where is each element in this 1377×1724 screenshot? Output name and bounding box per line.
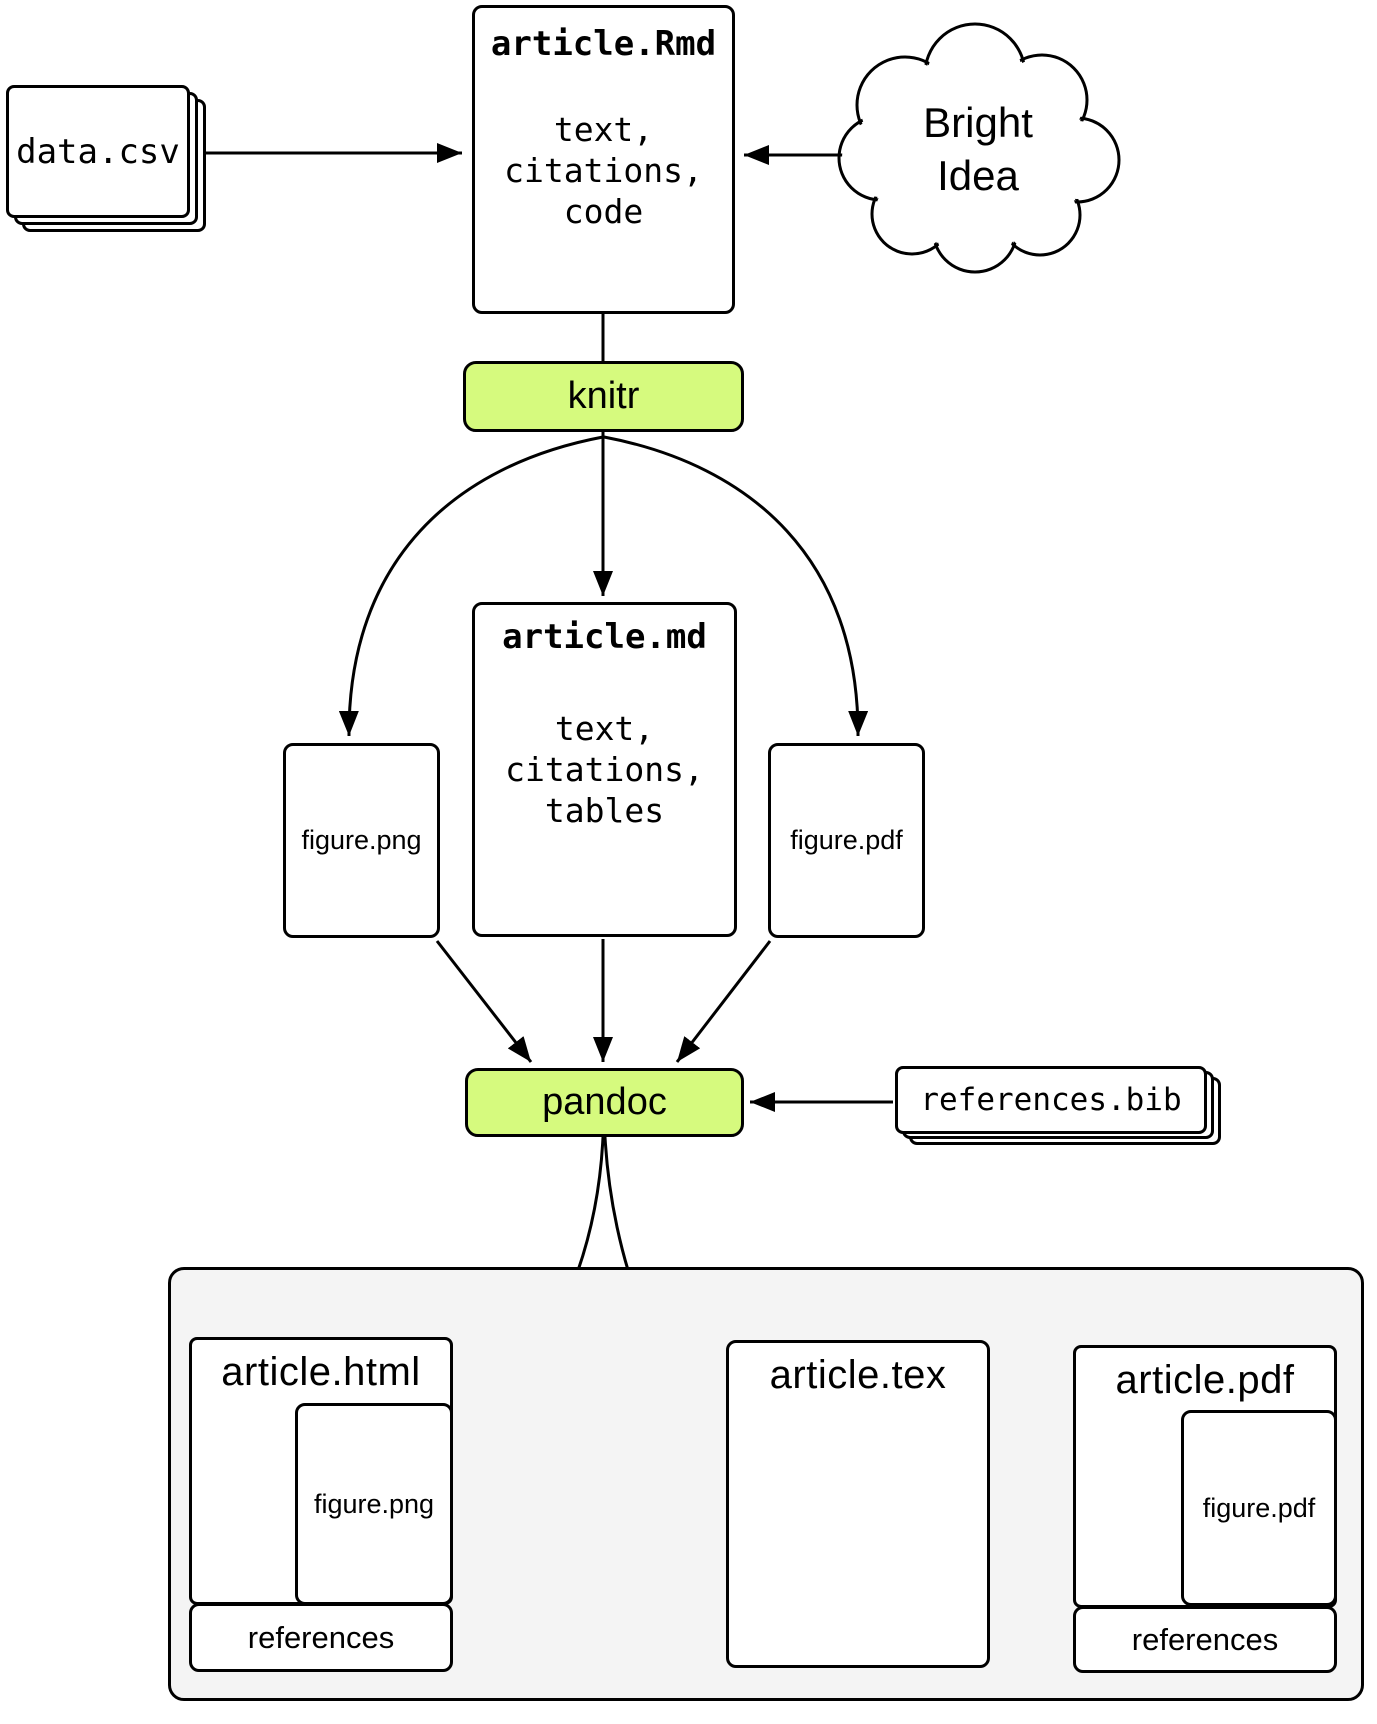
arrow-figurepng-to-pandoc	[435, 940, 533, 1063]
article-pdf-title: article.pdf	[1115, 1358, 1295, 1402]
article-rmd-body: text, citations, code	[504, 110, 703, 231]
article-tex-box: article.tex	[726, 1340, 990, 1668]
article-md-body: text, citations, tables	[505, 709, 704, 830]
article-pdf-figure-label: figure.pdf	[1202, 1492, 1316, 1523]
references-bib-file: references.bib	[895, 1066, 1207, 1134]
arrow-knitr-to-figurepng	[338, 435, 604, 737]
bright-idea-label: Bright Idea	[923, 99, 1033, 200]
arrow-figurepdf-to-pandoc	[675, 940, 772, 1063]
knitr-label: knitr	[567, 375, 640, 417]
pandoc-process: pandoc	[465, 1068, 744, 1137]
article-tex-title: article.tex	[769, 1353, 947, 1397]
article-html-title: article.html	[221, 1350, 421, 1394]
figure-pdf-box: figure.pdf	[768, 743, 925, 938]
references-bib-label: references.bib	[920, 1082, 1182, 1118]
bright-idea-cloud	[837, 22, 1121, 274]
article-html-references-box: references	[189, 1603, 453, 1672]
arrow-knitr-to-figurepdf	[603, 435, 869, 737]
figure-pdf-label: figure.pdf	[790, 825, 903, 855]
data-csv-file: data.csv	[6, 85, 190, 218]
article-html-figure-label: figure.png	[313, 1488, 435, 1519]
article-rmd-title: article.Rmd	[490, 24, 717, 64]
article-md-box: article.md text, citations, tables	[472, 602, 737, 937]
article-md-title: article.md	[502, 617, 707, 657]
figure-png-label: figure.png	[301, 825, 422, 855]
article-html-figure-box: figure.png	[295, 1403, 453, 1605]
article-pdf-references-label: references	[1131, 1621, 1279, 1657]
article-rmd-box: article.Rmd text, citations, code	[472, 5, 735, 314]
article-pdf-figure-box: figure.pdf	[1181, 1410, 1337, 1606]
article-pdf-references-box: references	[1073, 1606, 1337, 1673]
article-html-references-label: references	[247, 1619, 395, 1655]
pandoc-label: pandoc	[542, 1081, 667, 1123]
figure-png-box: figure.png	[283, 743, 440, 938]
data-csv-label: data.csv	[16, 131, 180, 172]
knitr-process: knitr	[463, 361, 744, 432]
